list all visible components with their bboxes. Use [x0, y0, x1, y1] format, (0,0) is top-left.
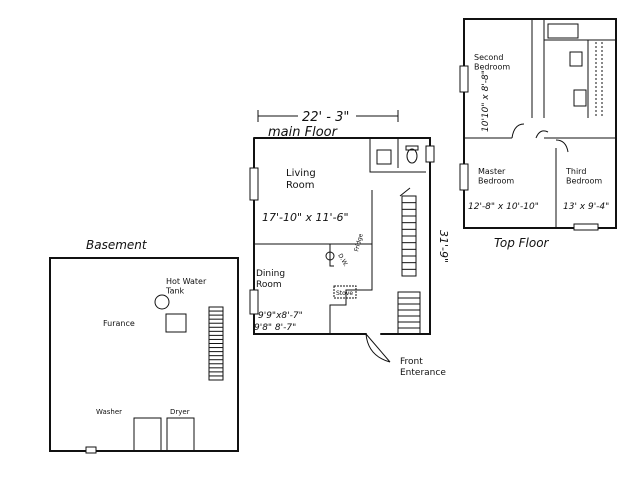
bathroom-window-icon	[425, 145, 435, 163]
hot-water-tank-icon	[154, 294, 170, 310]
third-window-icon	[573, 223, 599, 231]
width-dimension: 22' - 3"	[302, 110, 349, 125]
second-bedroom-dims: 10'10" x 8'-8"	[481, 70, 491, 132]
stove-icon	[333, 285, 357, 299]
third-door-icon	[555, 139, 569, 153]
stairs-rail-icon	[399, 187, 411, 197]
bathroom-sink-icon	[376, 149, 392, 165]
main-stairs-outline	[401, 195, 417, 277]
main-floor-title: main Floor	[268, 125, 339, 140]
furnace-label: Furance	[103, 319, 135, 328]
toilet-tank-icon	[405, 145, 419, 151]
top-toilet-icon	[569, 51, 583, 67]
top-sink-icon	[573, 89, 587, 107]
furnace-icon	[165, 313, 187, 333]
living-window-icon	[249, 167, 259, 201]
dining-window-icon	[249, 289, 259, 315]
basement-window-icon	[85, 446, 97, 454]
basement-outline	[49, 257, 239, 452]
master-door-icon	[535, 130, 549, 139]
washer-icon	[133, 417, 162, 452]
second-bedroom-window-icon	[459, 65, 469, 93]
dining-room-dims-1: 9'9"x8'-7"	[258, 311, 303, 321]
dryer-label: Dryer	[170, 408, 190, 416]
dishwasher-label: D.W.	[336, 253, 349, 268]
master-bedroom-dims: 12'-8" x 10'-10"	[468, 202, 539, 212]
top-floor-outline	[463, 18, 617, 229]
kitchen-wall	[329, 243, 373, 334]
fridge-label: Fridge	[353, 233, 365, 253]
living-room-dims: 17'-10" x 11'-6"	[262, 211, 349, 224]
bathtub-icon	[547, 23, 579, 39]
master-window-icon	[459, 163, 469, 191]
bathroom-wall	[369, 138, 426, 173]
kitchen-sink-icon	[325, 251, 335, 261]
lower-stairs	[398, 297, 420, 329]
basement-stairs-outline	[208, 306, 224, 381]
second-bedroom-door-icon	[511, 123, 525, 139]
basement-title: Basement	[86, 238, 148, 252]
toilet-icon	[406, 148, 418, 164]
living-dining-wall	[254, 243, 334, 267]
main-floor-plan: 22' - 3" main Floor 31'-9" D.W. Fridge S…	[249, 110, 450, 378]
washer-label: Washer	[96, 408, 122, 416]
front-door-icon	[365, 333, 391, 363]
third-bedroom-dims: 13' x 9'-4"	[563, 202, 609, 212]
dining-room-dims-2: 9'8" 8'-7"	[254, 323, 296, 333]
stove-label: Stove	[336, 290, 353, 297]
basement-stairs	[209, 310, 223, 377]
side-dimension: 31'-9"	[437, 230, 450, 263]
main-stairs	[402, 202, 416, 270]
lower-stairs-outline	[397, 291, 421, 335]
top-floor-title: Top Floor	[494, 236, 550, 250]
dryer-icon	[166, 417, 195, 452]
